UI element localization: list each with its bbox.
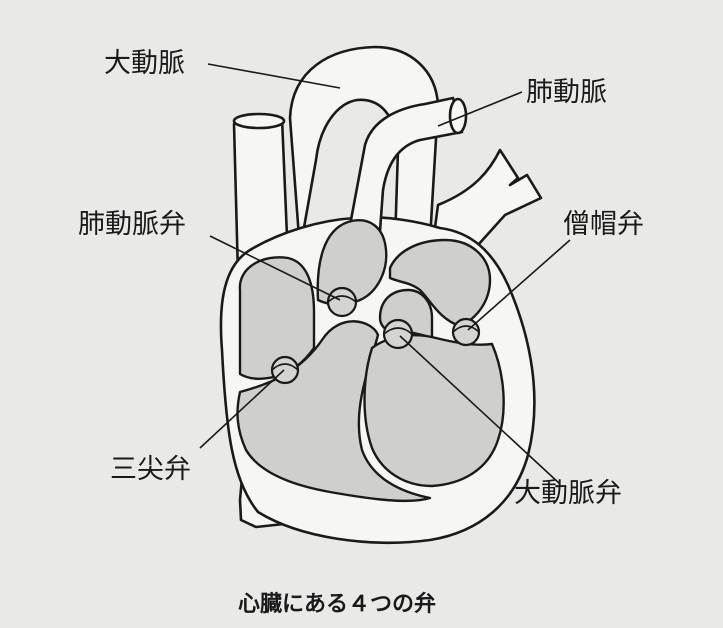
aorta-label: 大動脈 xyxy=(104,48,185,79)
mitral-valve-leader xyxy=(467,239,571,331)
left-atrium xyxy=(388,238,492,328)
pulmonary-valve-cusp xyxy=(327,295,357,303)
pulmonary-valve-label: 肺動脈弁 xyxy=(78,209,186,240)
tricuspid-valve-label: 三尖弁 xyxy=(110,454,191,485)
pulmonary-artery-leader xyxy=(437,91,523,127)
pulmonary-artery-opening xyxy=(448,97,468,135)
mitral-valve-label: 僧帽弁 xyxy=(563,209,644,240)
vena-cava-opening xyxy=(232,112,286,130)
pulmonary-valve-marker xyxy=(326,286,358,318)
aortic-valve-leader xyxy=(399,335,561,485)
left-ventricle xyxy=(363,334,505,488)
pulmonary-artery-label: 肺動脈 xyxy=(526,77,607,108)
pulmonary-veins xyxy=(430,148,543,252)
aortic-valve-cusp xyxy=(383,327,413,335)
pulmonary-valve-leader xyxy=(209,235,341,301)
tricuspid-valve-marker xyxy=(270,355,300,385)
right-atrium xyxy=(238,256,316,380)
aortic-valve-label: 大動脈弁 xyxy=(514,478,622,509)
tricuspid-valve-leader xyxy=(199,369,285,449)
mitral-valve-cusp xyxy=(452,325,480,333)
figure-caption: 心臓にある４つの弁 xyxy=(238,592,437,617)
tricuspid-valve-cusp xyxy=(271,363,299,371)
aorta-leader xyxy=(207,63,341,89)
right-ventricle xyxy=(236,320,432,503)
